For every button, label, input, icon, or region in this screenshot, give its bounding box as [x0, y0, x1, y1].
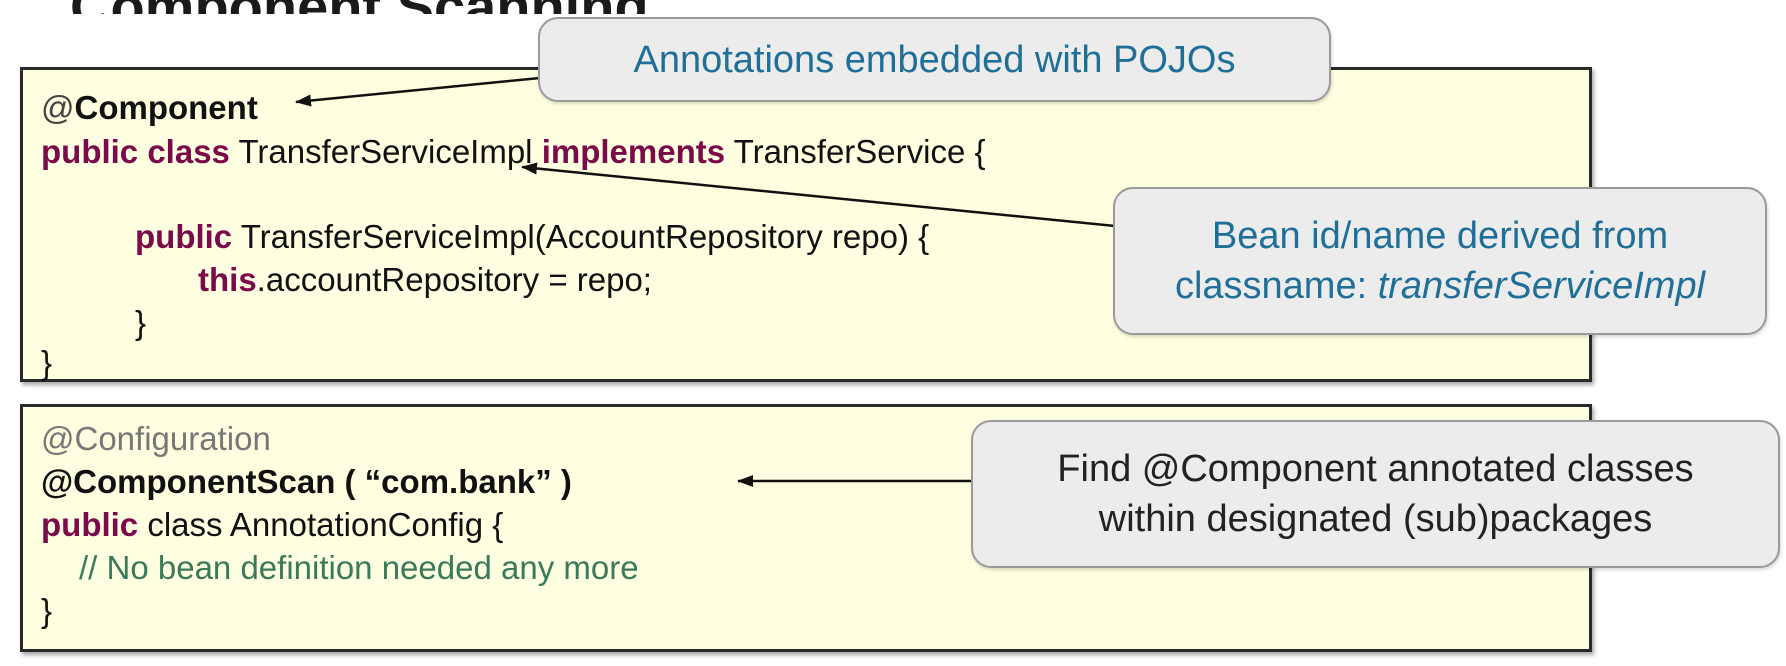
callout-component-scan-line1: Find @Component annotated classes	[1057, 448, 1694, 490]
callout-annotations-embedded: Annotations embedded with POJOs	[538, 17, 1331, 102]
constructor-signature: TransferServiceImpl(AccountRepository re…	[232, 218, 930, 255]
code-line-comment: // No bean definition needed any more	[79, 549, 639, 586]
slide-title: Component Scanning	[70, 0, 649, 14]
code-line-component-annotation: @Component	[41, 86, 258, 130]
code-line-constructor-close: }	[135, 304, 147, 341]
callout-bean-id-name: transferServiceImpl	[1377, 265, 1706, 307]
callout-component-scan: Find @Component annotated classes within…	[971, 420, 1780, 568]
code-line-class-close: }	[41, 344, 53, 381]
slide-title-fragment: Component Scanning	[0, 0, 1786, 14]
code-line-class-declaration: public class TransferServiceImpl impleme…	[41, 130, 986, 174]
code-line-assignment: this.accountRepository = repo;	[198, 258, 652, 302]
assignment-statement: .accountRepository = repo;	[256, 261, 652, 298]
callout-bean-id: Bean id/name derived from classname: tra…	[1113, 187, 1767, 335]
keyword-public: public	[41, 506, 139, 543]
callout-annotations-text: Annotations embedded with POJOs	[633, 38, 1236, 81]
component-annotation-name: Component	[74, 89, 258, 126]
code-line-config-class: public class AnnotationConfig {	[41, 503, 503, 547]
at-symbol: @	[41, 89, 75, 126]
callout-bean-id-line1: Bean id/name derived from	[1211, 215, 1669, 257]
code-line-component-scan: @ComponentScan ( “com.bank” )	[41, 463, 572, 500]
callout-component-scan-line2: within designated (sub)packages	[1098, 498, 1653, 540]
interface-name: TransferService {	[725, 133, 986, 170]
code-line-constructor: public TransferServiceImpl(AccountReposi…	[135, 215, 929, 259]
callout-bean-id-prefix: classname:	[1174, 265, 1378, 307]
keyword-public: public	[135, 218, 233, 255]
config-class-declaration: class AnnotationConfig {	[138, 506, 504, 543]
keyword-public-class: public class	[41, 133, 230, 170]
class-name: TransferServiceImpl	[229, 133, 542, 170]
code-line-config-close: }	[41, 592, 53, 629]
keyword-implements: implements	[541, 133, 726, 170]
code-line-configuration: @Configuration	[41, 420, 271, 457]
callout-bean-id-line2: classname: transferServiceImpl	[1175, 261, 1705, 311]
annotation-config-code-box: @Configuration @ComponentScan ( “com.ban…	[20, 404, 1592, 652]
keyword-this: this	[198, 261, 257, 298]
